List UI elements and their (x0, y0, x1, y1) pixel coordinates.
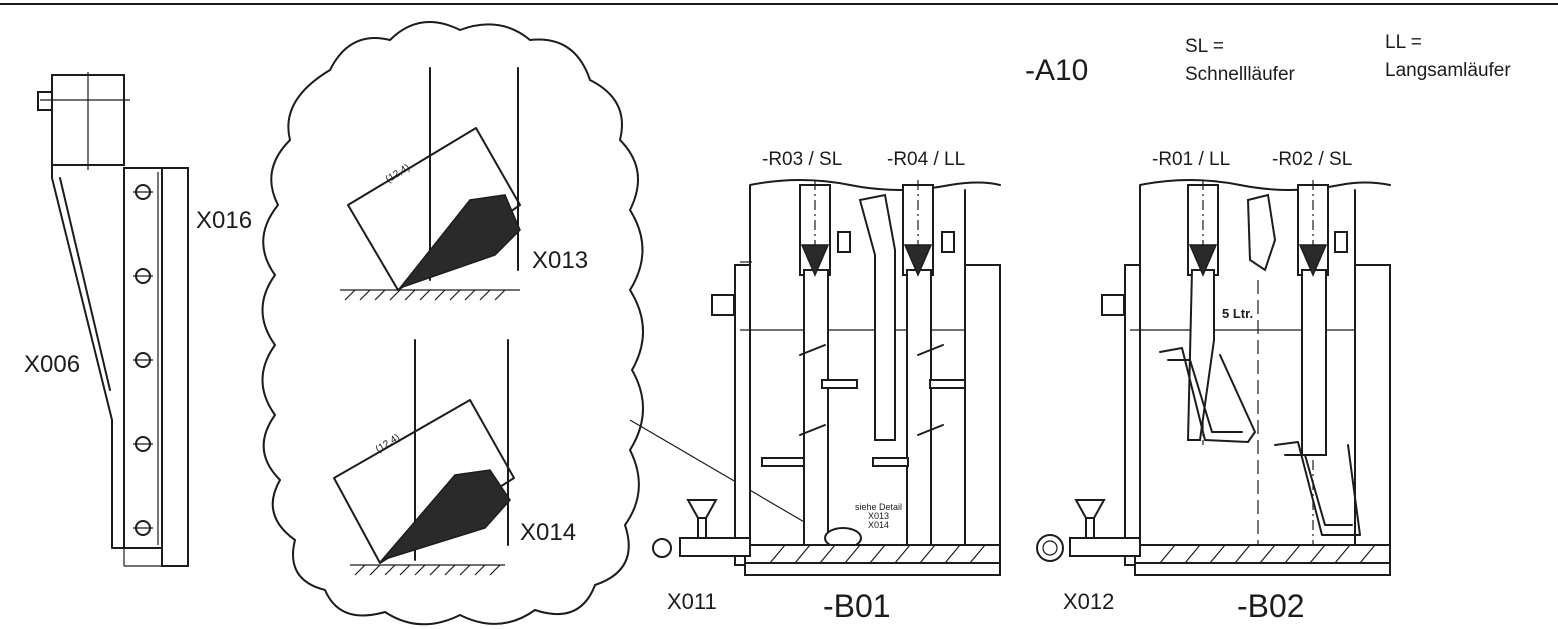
legend-sl-value: Schnellläufer (1185, 64, 1296, 85)
label-b02: -B02 (1237, 588, 1305, 624)
legend-sl-key: SL = (1185, 36, 1224, 57)
detail-leader (629, 419, 836, 541)
detail-cloud (261, 21, 644, 626)
label-r02: -R02 / SL (1272, 149, 1352, 170)
label-x011: X011 (667, 589, 717, 614)
label-x013: X013 (532, 247, 588, 274)
tank-b01: siehe Detail X013 X014 (652, 179, 1001, 576)
level-mark: 5 Ltr. (1222, 306, 1253, 321)
legend-ll-key: LL = (1385, 32, 1422, 53)
detail-ref-line1: siehe Detail (855, 502, 902, 512)
detail-ref-line2: X013 (868, 511, 889, 521)
tank-b02: 5 Ltr. (1036, 179, 1391, 576)
label-r04: -R04 / LL (887, 149, 965, 170)
label-x014: X014 (520, 519, 576, 546)
label-b01: -B01 (823, 588, 891, 624)
legend-ll-value: Langsamläufer (1385, 60, 1511, 81)
label-r03: -R03 / SL (762, 149, 842, 170)
label-x016: X016 (196, 207, 252, 234)
label-x006: X006 (24, 351, 80, 378)
detail-ref-line3: X014 (868, 520, 889, 530)
label-r01: -R01 / LL (1152, 149, 1230, 170)
detail-x014: (12,4) (333, 339, 515, 576)
label-x012: X012 (1063, 589, 1114, 614)
dimension-bottom: (12,4) (374, 432, 402, 455)
label-a10: -A10 (1025, 54, 1088, 87)
dimension-top: (12,4) (384, 162, 412, 185)
bracket-part (37, 72, 189, 567)
detail-x013: (12,4) (340, 67, 521, 301)
